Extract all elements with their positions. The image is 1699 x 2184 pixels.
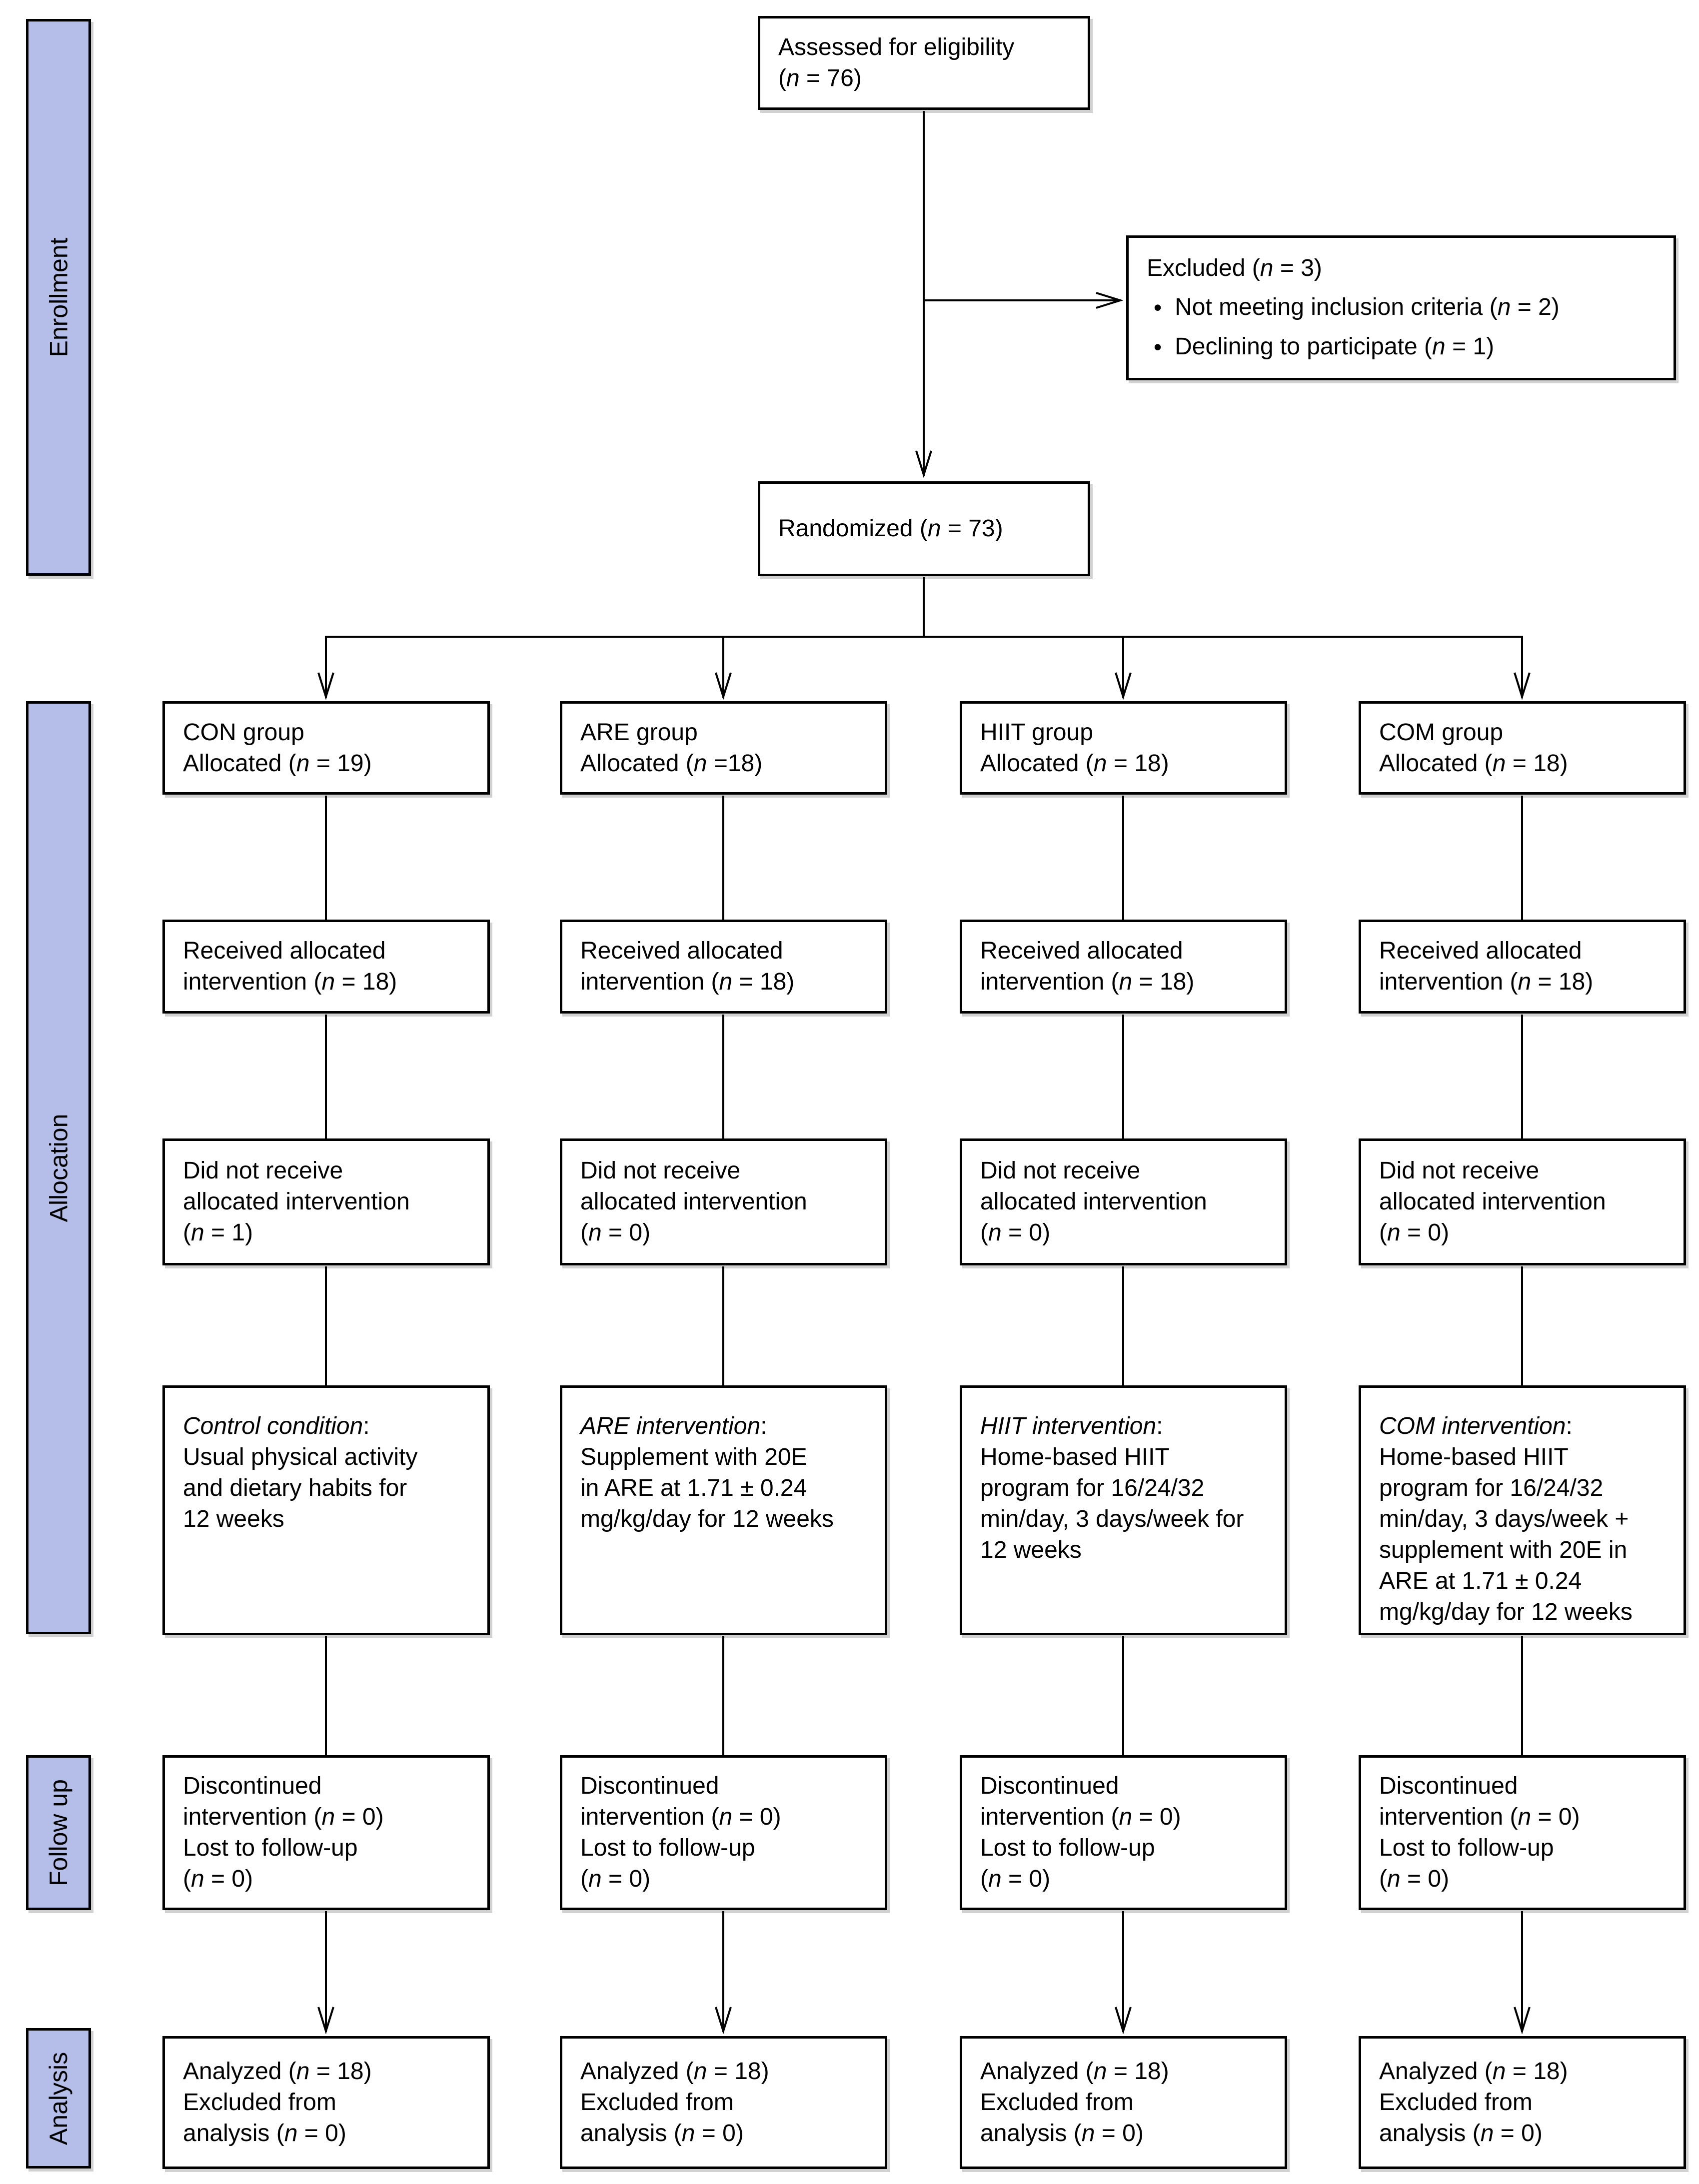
excluded-item-text: Not meeting inclusion criteria (n = 2) — [1175, 294, 1560, 320]
eligibility-text: Assessed for eligibility(n = 76) — [778, 34, 1015, 91]
sidebar-followup-label: Follow up — [44, 1779, 72, 1886]
sidebar-allocation: Allocation — [26, 701, 91, 1634]
sidebar-analysis-label: Analysis — [44, 2052, 72, 2145]
sidebar-enrollment: Enrollment — [26, 19, 91, 576]
intervention-box-con: Control condition: Usual physical activi… — [162, 1385, 490, 1635]
excluded-item-text: Declining to participate (n = 1) — [1175, 333, 1495, 360]
sidebar-followup: Follow up — [26, 1755, 91, 1910]
intervention-text-con: Control condition: Usual physical activi… — [183, 1413, 418, 1532]
randomized-text: Randomized (n = 73) — [778, 515, 1003, 542]
eligibility-box: Assessed for eligibility(n = 76) — [758, 16, 1090, 110]
sidebar-analysis: Analysis — [26, 2028, 91, 2169]
sidebar-enrollment-label: Enrollment — [44, 237, 72, 357]
excluded-title: Excluded (n = 3) — [1147, 255, 1322, 281]
randomized-box: Randomized (n = 73) — [758, 481, 1090, 576]
sidebar-allocation-label: Allocation — [44, 1113, 73, 1222]
excluded-item-row: Declining to participate (n = 1) — [1147, 331, 1656, 363]
excluded-box: Excluded (n = 3) Not meeting inclusion c… — [1126, 235, 1676, 380]
excluded-item-row: Not meeting inclusion criteria (n = 2) — [1147, 292, 1656, 323]
